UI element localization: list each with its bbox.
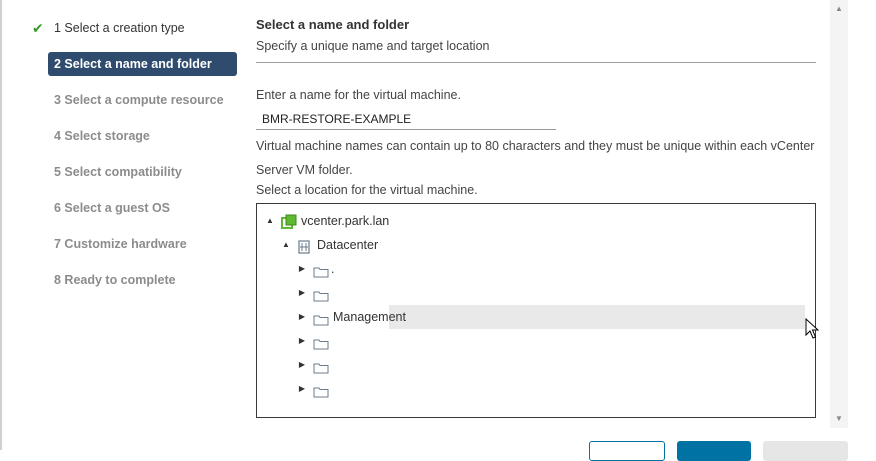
caret-down-icon[interactable]: ▲ bbox=[282, 240, 290, 249]
caret-right-icon[interactable]: ▶ bbox=[298, 384, 306, 393]
caret-right-icon[interactable]: ▶ bbox=[298, 264, 306, 273]
step-select-storage: 4 Select storage bbox=[48, 124, 237, 148]
location-label: Select a location for the virtual machin… bbox=[256, 183, 478, 197]
step-select-compatibility: 5 Select compatibility bbox=[48, 160, 237, 184]
folder-icon bbox=[313, 358, 329, 382]
next-button[interactable] bbox=[763, 441, 848, 461]
step-select-guest-os: 6 Select a guest OS bbox=[48, 196, 237, 220]
tree-node-folder[interactable]: ▶ bbox=[297, 281, 805, 305]
folder-icon bbox=[313, 310, 329, 334]
scroll-up-arrow-icon[interactable]: ▲ bbox=[835, 4, 843, 13]
tree-label: Datacenter bbox=[317, 238, 379, 252]
back-button[interactable] bbox=[677, 441, 751, 461]
folder-icon bbox=[313, 334, 329, 358]
step-label: 6 Select a guest OS bbox=[54, 201, 171, 215]
vm-name-help-text: Virtual machine names can contain up to … bbox=[256, 139, 815, 177]
caret-down-icon[interactable]: ▲ bbox=[266, 216, 274, 225]
content-scrollbar[interactable]: ▲ ▼ bbox=[830, 0, 848, 428]
step-ready-to-complete: 8 Ready to complete bbox=[48, 268, 237, 292]
page-subtitle: Specify a unique name and target locatio… bbox=[256, 39, 490, 53]
caret-right-icon[interactable]: ▶ bbox=[298, 312, 306, 321]
folder-icon bbox=[313, 382, 329, 406]
tree-node-folder[interactable]: ▶ bbox=[297, 329, 805, 353]
step-label: 2 Select a name and folder bbox=[54, 57, 212, 71]
step-select-name-folder[interactable]: 2 Select a name and folder bbox=[48, 52, 237, 76]
mouse-cursor-icon bbox=[805, 317, 820, 345]
tree-node-folder-management[interactable]: ▶ Management bbox=[297, 305, 805, 329]
step-customize-hardware: 7 Customize hardware bbox=[48, 232, 237, 256]
checkmark-icon: ✔ bbox=[32, 20, 44, 36]
caret-right-icon[interactable]: ▶ bbox=[298, 288, 306, 297]
window-left-border bbox=[0, 0, 2, 450]
tree-node-datacenter[interactable]: ▲ Datacenter bbox=[281, 233, 801, 257]
row-hover-highlight bbox=[389, 305, 805, 329]
tree-node-folder[interactable]: ▶ bbox=[297, 377, 805, 401]
tree-label: . bbox=[331, 262, 335, 276]
step-select-creation-type[interactable]: ✔ 1 Select a creation type bbox=[32, 16, 237, 40]
vcenter-icon bbox=[281, 214, 297, 238]
step-label: 4 Select storage bbox=[54, 129, 150, 143]
tree-node-folder[interactable]: ▶ bbox=[297, 353, 805, 377]
header-divider bbox=[256, 62, 816, 63]
step-label: 5 Select compatibility bbox=[54, 165, 182, 179]
step-select-compute-resource: 3 Select a compute resource bbox=[48, 88, 237, 112]
tree-label: vcenter.park.lan bbox=[301, 214, 390, 228]
vm-name-input[interactable] bbox=[256, 108, 556, 130]
step-label: 8 Ready to complete bbox=[54, 273, 176, 287]
folder-icon bbox=[313, 262, 329, 286]
wizard-steps-nav: ✔ 1 Select a creation type 2 Select a na… bbox=[0, 0, 245, 450]
scroll-down-arrow-icon[interactable]: ▼ bbox=[835, 414, 843, 423]
page-title: Select a name and folder bbox=[256, 17, 410, 32]
caret-right-icon[interactable]: ▶ bbox=[298, 336, 306, 345]
caret-right-icon[interactable]: ▶ bbox=[298, 360, 306, 369]
step-label: 3 Select a compute resource bbox=[54, 93, 224, 107]
cancel-button[interactable] bbox=[589, 441, 665, 461]
tree-node-vcenter[interactable]: ▲ vcenter.park.lan bbox=[265, 209, 805, 233]
step-label: 7 Customize hardware bbox=[54, 237, 187, 251]
folder-icon bbox=[313, 286, 329, 310]
vm-name-label: Enter a name for the virtual machine. bbox=[256, 88, 461, 102]
location-tree: ▲ vcenter.park.lan ▲ Datacenter bbox=[256, 203, 816, 418]
step-label: 1 Select a creation type bbox=[54, 21, 185, 35]
datacenter-icon bbox=[297, 238, 311, 262]
tree-node-folder[interactable]: ▶ . bbox=[297, 257, 805, 281]
tree-label: Management bbox=[333, 310, 406, 324]
